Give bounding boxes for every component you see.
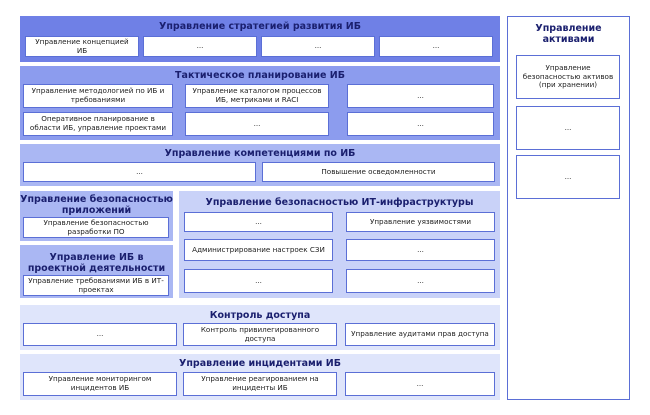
section-tactical: Тактическое планирование ИБ Управление м… (20, 66, 500, 140)
section-assets-title: Управление активами (535, 23, 602, 45)
box-assets-3: ... (516, 155, 620, 199)
box-szi-settings: Администрирование настроек СЗИ (184, 239, 333, 261)
box-incidents-3: ... (345, 372, 495, 396)
section-strategy: Управление стратегией развития ИБ Управл… (20, 16, 500, 62)
box-assets-2: ... (516, 106, 620, 150)
section-tactical-title: Тактическое планирование ИБ (175, 70, 345, 81)
section-access-title: Контроль доступа (209, 310, 311, 321)
box-strategy-4: ... (379, 36, 493, 57)
section-infra: Управление безопасностью ИТ-инфраструкту… (179, 191, 500, 298)
section-appsec-title: Управление безопасностью приложений (20, 194, 173, 216)
section-infra-title: Управление безопасностью ИТ-инфраструкту… (205, 197, 474, 208)
section-competence: Управление компетенциями по ИБ ... Повыш… (20, 144, 500, 186)
section-incidents: Управление инцидентами ИБ Управление мон… (20, 354, 500, 400)
box-vulnerability-management: Управление уязвимостями (346, 212, 495, 232)
box-access-1: ... (23, 323, 177, 346)
box-tactical-5: ... (185, 112, 329, 136)
box-operational-planning: Оперативное планирование в области ИБ, у… (23, 112, 173, 136)
box-project-requirements: Управление требованиями ИБ в ИТ-проектах (23, 275, 169, 296)
box-infra-6: ... (346, 269, 495, 293)
section-access: Контроль доступа ... Контроль привилегир… (20, 305, 500, 350)
box-tactical-6: ... (347, 112, 494, 136)
box-incident-monitoring: Управление мониторингом инцидентов ИБ (23, 372, 177, 396)
section-projects: Управление ИБ в проектной деятельности У… (20, 245, 173, 298)
section-assets: Управление активами Управление безопасно… (507, 16, 630, 400)
box-infra-4: ... (346, 239, 495, 261)
box-process-catalog: Управление каталогом процессов ИБ, метри… (185, 84, 329, 108)
section-strategy-title: Управление стратегией развития ИБ (159, 21, 361, 32)
section-incidents-title: Управление инцидентами ИБ (179, 358, 341, 369)
box-strategy-2: ... (143, 36, 257, 57)
box-awareness: Повышение осведомленности (262, 162, 495, 182)
box-infra-5: ... (184, 269, 333, 293)
box-privileged-access: Контроль привилегированного доступа (183, 323, 337, 346)
box-methodology: Управление методологией по ИБ и требован… (23, 84, 173, 108)
section-competence-title: Управление компетенциями по ИБ (164, 148, 356, 159)
box-access-audit: Управление аудитами прав доступа (345, 323, 495, 346)
box-incident-response: Управление реагированием на инциденты ИБ (183, 372, 337, 396)
box-infra-1: ... (184, 212, 333, 232)
section-appsec: Управление безопасностью приложений Упра… (20, 191, 173, 241)
section-projects-title: Управление ИБ в проектной деятельности (27, 252, 166, 274)
box-concept-management: Управление концепцией ИБ (25, 36, 139, 57)
box-dev-security: Управление безопасностью разработки ПО (23, 217, 169, 238)
box-strategy-3: ... (261, 36, 375, 57)
box-tactical-3: ... (347, 84, 494, 108)
box-competence-1: ... (23, 162, 256, 182)
box-asset-storage-security: Управление безопасностью активов (при хр… (516, 55, 620, 99)
